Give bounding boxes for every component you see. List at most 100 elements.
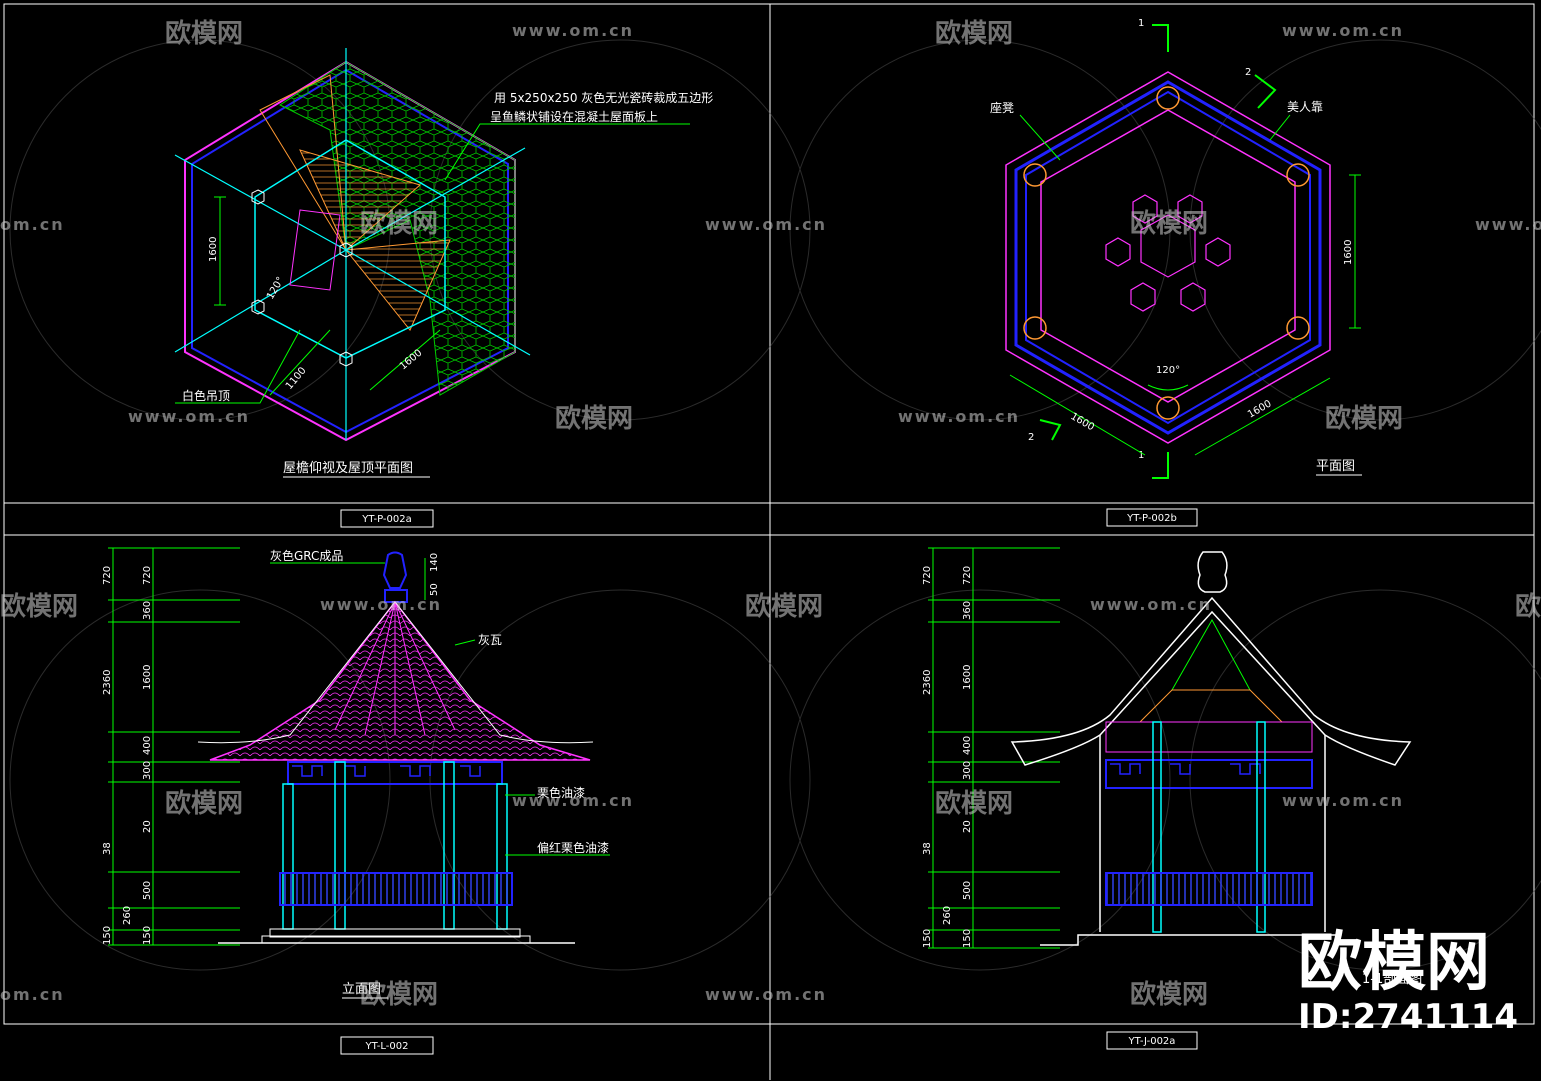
sect-dim-outer-260: 260: [942, 906, 953, 925]
elev-dim-inner-720: 720: [142, 566, 153, 585]
elevation-panel: 720 2360 38 260 150 720 360 1600 400 300…: [102, 547, 610, 1055]
floor-dim-angle: 120°: [1156, 365, 1180, 376]
wm-site: www.om.cn: [898, 407, 1020, 426]
wm-site: www.om.cn: [1282, 21, 1404, 40]
floor-columns: [1023, 86, 1310, 420]
wm-site: www.om.cn: [1090, 595, 1212, 614]
wm-brand: 欧模网: [0, 591, 78, 622]
elev-roof-tiles: [209, 600, 591, 761]
elev-dim-inner-1600: 1600: [142, 665, 153, 690]
sect-dim-inner-500: 500: [962, 881, 973, 900]
roof-note-line1: 用 5x250x250 灰色无光瓷砖裁成五边形: [494, 90, 713, 105]
elev-dim-inner-400: 400: [142, 736, 153, 755]
roof-dim-1600-vertical: 1600: [208, 237, 219, 262]
roof-plan-panel: 1600 120° 1600 1100 用 5x250x250 灰色无光瓷砖裁成…: [174, 48, 713, 528]
floor-section-mark-top: 1: [1138, 18, 1144, 29]
sect-dim-outer-720: 720: [922, 566, 933, 585]
watermark-circles: [9, 39, 1541, 971]
wm-brand: 欧模网: [935, 788, 1013, 819]
elev-finial: [382, 551, 408, 603]
wm-site: www.om.cn: [512, 791, 634, 810]
elev-tile-label: 灰瓦: [478, 633, 502, 647]
sect-dim-outer-38: 38: [922, 842, 933, 855]
sect-roof-outline: [1010, 596, 1412, 766]
floor-dim-1600-right: 1600: [1246, 398, 1274, 420]
elev-finial-dim-50: 50: [429, 583, 440, 596]
roof-ceiling-label: 白色吊顶: [182, 388, 230, 403]
wm-brand: 欧模网: [1130, 208, 1208, 239]
floor-paving-hexes: [1105, 194, 1231, 312]
floor-seat-label: 座凳: [990, 100, 1014, 115]
sect-railing: [1105, 872, 1313, 906]
wm-site: www.om.cn: [512, 21, 634, 40]
elevation-title: 立面图: [342, 982, 381, 997]
elev-dim-outer-720: 720: [102, 566, 113, 585]
floor-plan-panel: 1 2 2 1 1600 120° 1600 1600 座凳 美人靠 平面图 Y…: [990, 18, 1362, 527]
sect-dim-inner-360: 360: [962, 601, 973, 620]
floor-inner-hexagon: [1040, 109, 1296, 403]
wm-site: www.om.cn: [128, 407, 250, 426]
roof-plan-code: YT-P-002a: [361, 514, 412, 525]
roof-note-line2: 呈鱼鳞状铺设在混凝土屋面板上: [490, 109, 658, 124]
sect-dim-outer-2360: 2360: [922, 670, 933, 695]
sect-dim-inner-150: 150: [962, 929, 973, 948]
wm-site-short: om.cn: [0, 985, 65, 1004]
elev-paint2-label: 偏红栗色油漆: [537, 840, 609, 855]
floor-dim-1600-left: 1600: [1069, 411, 1097, 433]
floor-section-mark-bottom: 1: [1138, 450, 1144, 461]
floor-plan-title: 平面图: [1316, 459, 1355, 474]
wm-brand: 欧模网: [165, 18, 243, 49]
wm-site: www.om.cn: [705, 985, 827, 1004]
elev-dim-inner-360: 360: [142, 601, 153, 620]
floor-outer-hexagon: [1005, 71, 1331, 444]
wm-site: www.om.cn: [1282, 791, 1404, 810]
sect-dim-inner-720: 720: [962, 566, 973, 585]
sect-dim-inner-20: 20: [962, 820, 973, 833]
brand-logo: 欧模网: [1298, 926, 1490, 1000]
sect-dim-inner-300: 300: [962, 761, 973, 780]
wm-brand: 欧模网: [1130, 979, 1208, 1010]
sect-dim-outer-150: 150: [922, 929, 933, 948]
elev-dim-outer-150: 150: [102, 926, 113, 945]
wm-brand: 欧模网: [555, 403, 633, 434]
floor-section-mark-upper-right: 2: [1245, 67, 1251, 78]
wm-brand: 欧模网: [1515, 591, 1541, 622]
elevation-code: YT-L-002: [365, 1041, 409, 1052]
elev-dim-outer-38: 38: [102, 842, 113, 855]
brand-id: ID:2741114: [1298, 997, 1518, 1037]
wm-brand: 欧模网: [165, 788, 243, 819]
elev-finial-label: 灰色GRC成品: [270, 549, 343, 563]
sheet-frame: [3, 3, 1535, 1080]
wm-brand: 欧模网: [360, 208, 438, 239]
floor-dim-1600-vertical: 1600: [1343, 240, 1354, 265]
roof-plan-title: 屋檐仰视及屋顶平面图: [283, 461, 413, 476]
elev-finial-dim-140: 140: [429, 553, 440, 572]
elev-fret-band: [287, 761, 503, 785]
section-code: YT-J-002a: [1128, 1036, 1176, 1047]
wm-brand: 欧模网: [360, 979, 438, 1010]
elev-dim-inner-500: 500: [142, 881, 153, 900]
floor-plan-code: YT-P-002b: [1126, 513, 1177, 524]
roof-dim-1600-diag: 1600: [398, 348, 425, 373]
section-title: 1-1剖面图: [1362, 972, 1422, 987]
wm-brand: 欧模网: [1325, 403, 1403, 434]
sect-dim-inner-400: 400: [962, 736, 973, 755]
wm-site: www.om.cn: [1475, 215, 1541, 234]
sect-columns: [1152, 721, 1266, 933]
elev-dim-inner-150: 150: [142, 926, 153, 945]
elev-railing: [279, 872, 513, 906]
wm-brand: 欧模网: [935, 18, 1013, 49]
elev-dim-inner-300: 300: [142, 761, 153, 780]
floor-bench-label: 美人靠: [1287, 100, 1323, 114]
elev-dim-outer-260: 260: [122, 906, 133, 925]
wm-brand: 欧模网: [745, 591, 823, 622]
watermarks: 欧模网 www.om.cn 欧模网 www.om.cn om.cn 欧模网 ww…: [0, 18, 1541, 1010]
elev-dim-outer-2360: 2360: [102, 670, 113, 695]
wm-site-short: om.cn: [0, 215, 65, 234]
floor-section-mark-lower-left: 2: [1028, 432, 1034, 443]
elev-dim-inner-20: 20: [142, 820, 153, 833]
wm-site: www.om.cn: [705, 215, 827, 234]
sect-finial: [1197, 551, 1228, 593]
section-panel: 720 2360 38 260 150 720 360 1600 400 300…: [922, 547, 1422, 1050]
